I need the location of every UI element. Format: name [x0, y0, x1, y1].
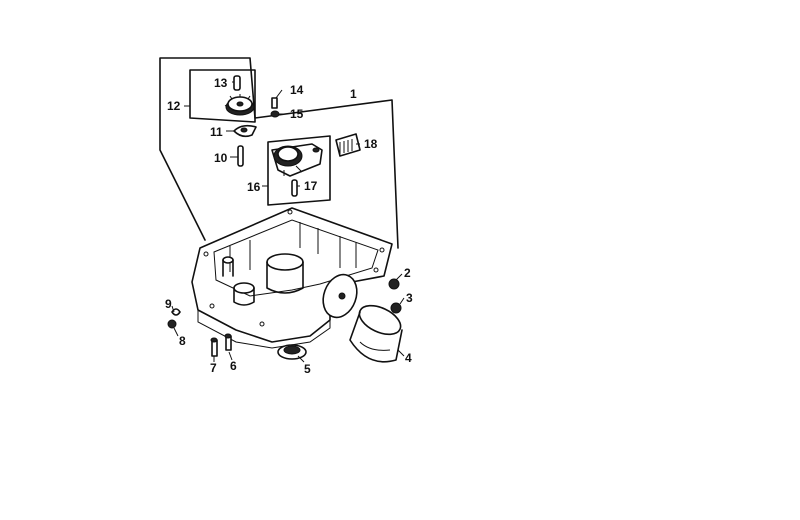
group-box-12	[189, 69, 256, 123]
spring-part-18	[335, 133, 361, 157]
callout-1: 1	[350, 87, 357, 101]
pin-part-17	[291, 179, 298, 197]
cam-part-11	[233, 124, 257, 138]
oil-filter-part-4	[349, 304, 403, 363]
assembly-bracket-1	[159, 57, 399, 249]
nut-part-8	[167, 319, 177, 329]
callout-16: 16	[247, 180, 261, 194]
screw-part-7	[210, 337, 218, 357]
callout-6: 6	[230, 359, 237, 373]
callout-14: 14	[290, 83, 304, 97]
washer-part-15	[270, 110, 280, 118]
callout-18: 18	[364, 137, 378, 151]
pin-part-13	[233, 75, 241, 91]
callout-11: 11	[210, 125, 223, 139]
clip-part-9	[171, 308, 181, 316]
plug-part-2	[388, 278, 400, 290]
gear-part-12	[224, 94, 256, 116]
callout-12: 12	[167, 99, 181, 113]
seal-part-5	[277, 344, 307, 360]
plug-part-3	[390, 302, 402, 314]
callout-5: 5	[304, 362, 311, 376]
callout-7: 7	[210, 361, 217, 375]
group-box-16	[267, 135, 331, 206]
filter-adapter-plate	[322, 273, 358, 319]
callout-17: 17	[304, 179, 318, 193]
pin-part-10	[237, 145, 244, 167]
leader-lines	[171, 81, 405, 363]
callout-13: 13	[214, 76, 228, 90]
callout-15: 15	[290, 107, 304, 121]
callout-3: 3	[406, 291, 413, 305]
callout-9: 9	[165, 297, 172, 311]
callout-labels: 1 2 3 4 5 6 7 8 9 10 11 12 13 14 15 16 1…	[165, 76, 413, 376]
callout-10: 10	[214, 151, 228, 165]
oil-pump-part-16	[271, 143, 323, 177]
sump-base-part-1	[191, 207, 393, 349]
callout-8: 8	[179, 334, 186, 348]
screw-part-6	[224, 333, 232, 351]
callout-2: 2	[404, 266, 411, 280]
screw-part-14	[271, 97, 278, 109]
callout-4: 4	[405, 351, 412, 365]
